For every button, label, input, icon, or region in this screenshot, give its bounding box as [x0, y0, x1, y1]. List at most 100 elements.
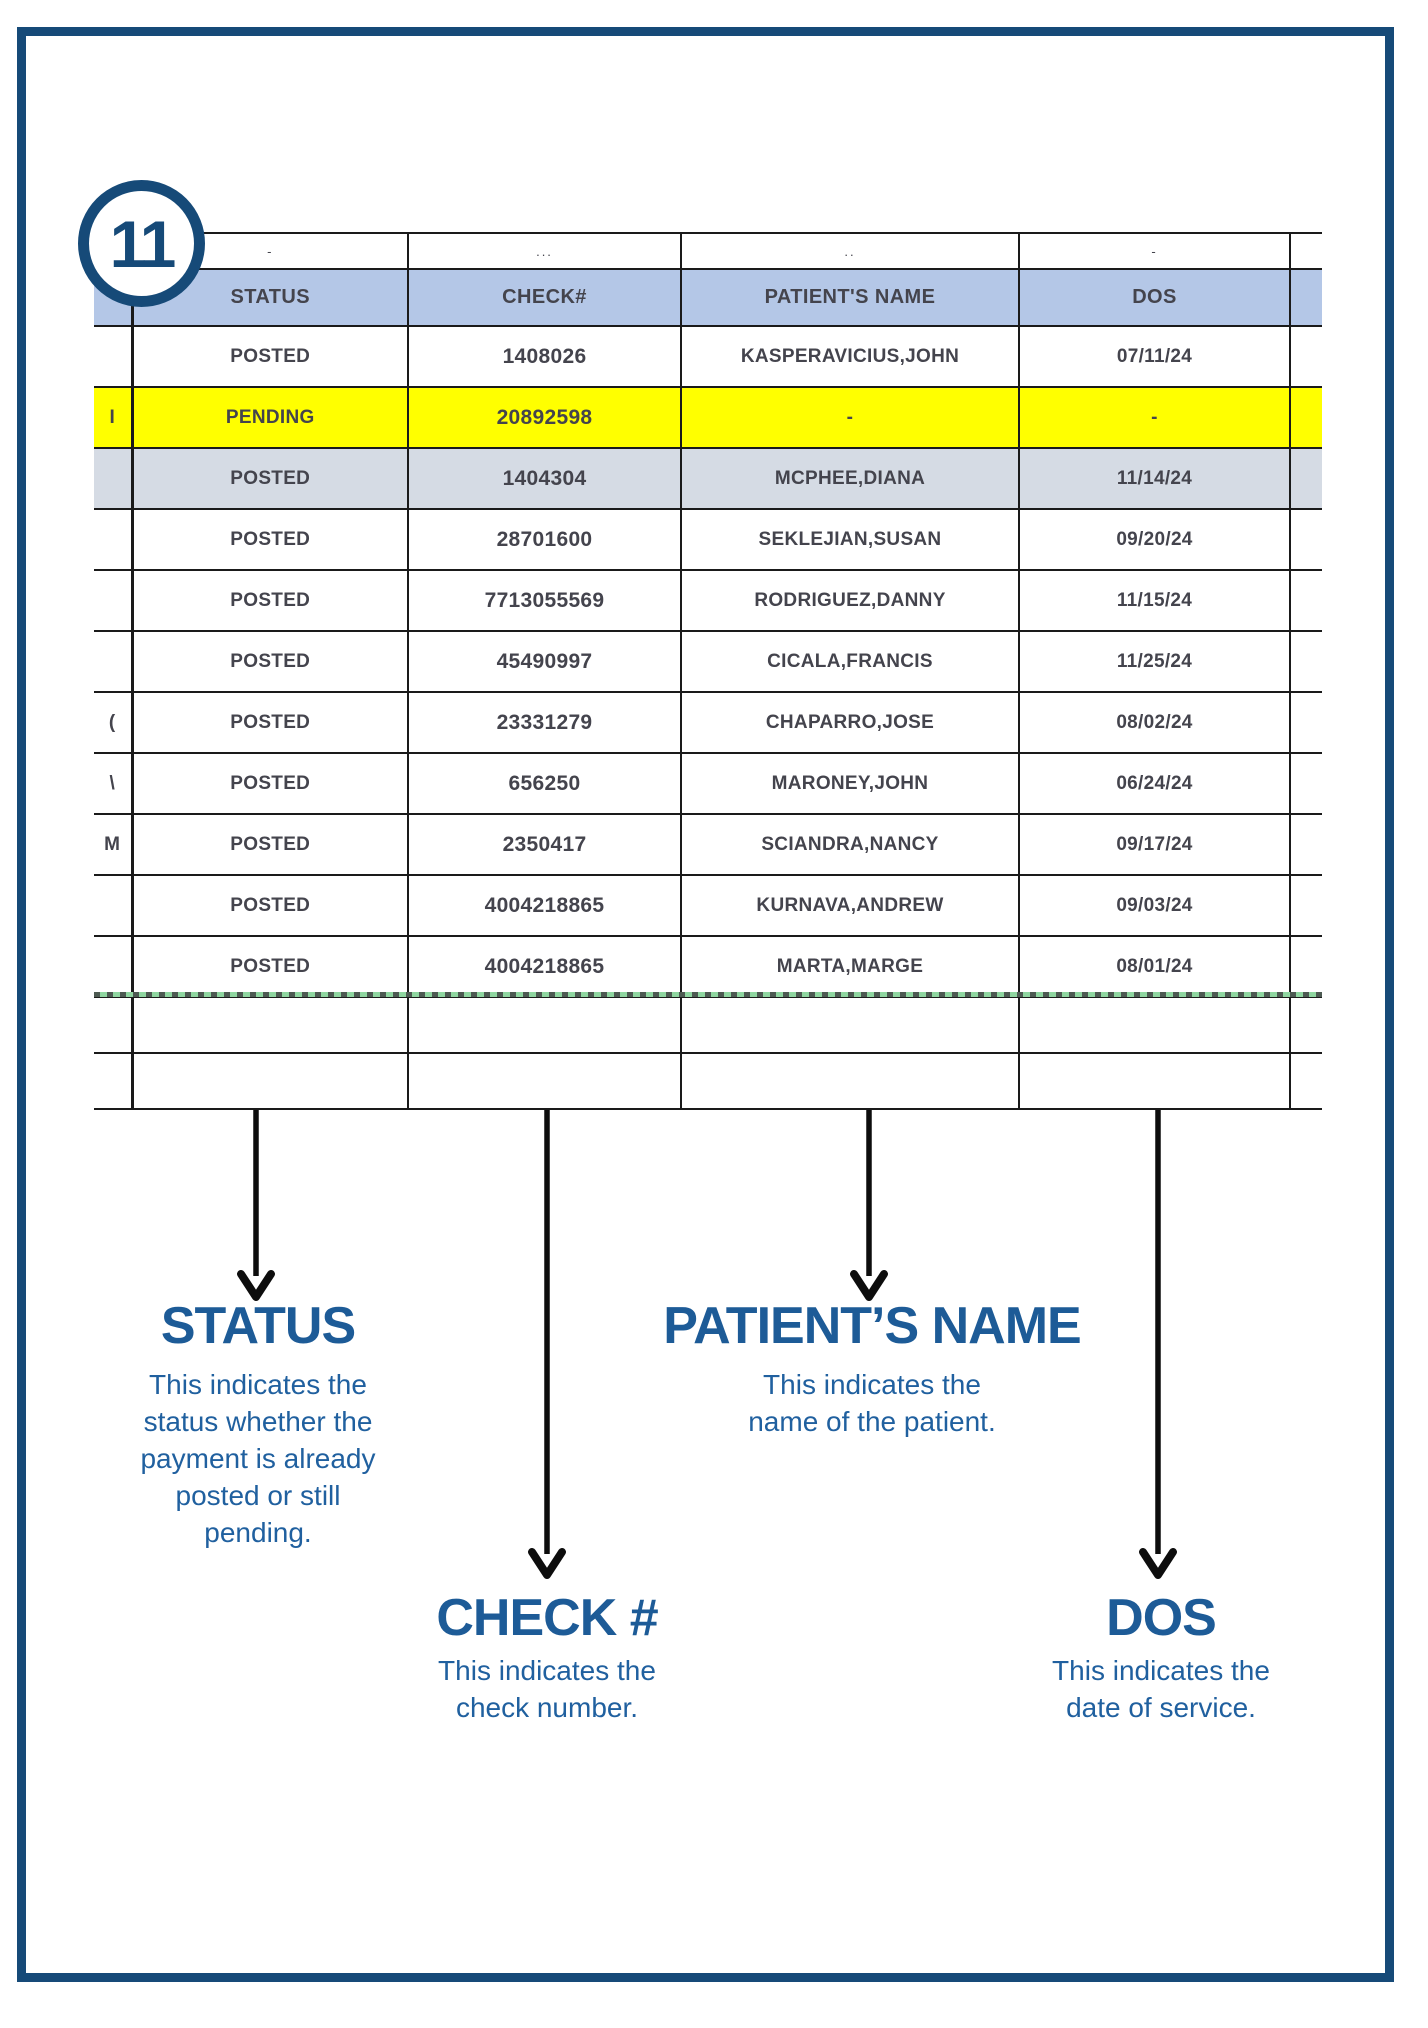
cell-dos[interactable]: 07/11/24 — [1018, 325, 1291, 388]
column-header-dos[interactable]: DOS — [1018, 268, 1291, 327]
cell-patient[interactable]: CHAPARRO,JOSE — [680, 691, 1020, 754]
cell-status[interactable]: POSTED — [131, 691, 409, 754]
cell-status[interactable]: POSTED — [131, 752, 409, 815]
cell-dos[interactable]: 11/14/24 — [1018, 447, 1291, 510]
cell-empty[interactable] — [131, 996, 409, 1054]
patient-annotation-description: This indicates the name of the patient. — [748, 1369, 996, 1437]
cell-empty[interactable] — [680, 1052, 1020, 1110]
cell-dos[interactable]: 09/03/24 — [1018, 874, 1291, 937]
arrow-down-icon — [528, 1110, 566, 1579]
cell-check[interactable]: 7713055569 — [407, 569, 682, 632]
cell-empty[interactable] — [1018, 1052, 1291, 1110]
patient-annotation-title: PATIENT’S NAME — [663, 1297, 1081, 1355]
cropped-column-edge — [1289, 569, 1322, 632]
cell-dos[interactable]: 06/24/24 — [1018, 752, 1291, 815]
patient-column-arrow — [847, 1110, 891, 1307]
cell-check[interactable]: 1408026 — [407, 325, 682, 388]
cell-status[interactable]: POSTED — [131, 447, 409, 510]
cropped-column-edge — [94, 325, 134, 388]
cropped-column-edge — [94, 630, 134, 693]
cell-check[interactable]: 4004218865 — [407, 874, 682, 937]
cell-patient[interactable]: SEKLEJIAN,SUSAN — [680, 508, 1020, 571]
cell-dos[interactable]: 09/17/24 — [1018, 813, 1291, 876]
cell-status[interactable]: POSTED — [131, 508, 409, 571]
cell-empty[interactable] — [94, 1052, 134, 1110]
cell-empty[interactable] — [407, 1052, 682, 1110]
page-break-dashed-line — [94, 992, 1322, 997]
cell-status[interactable]: PENDING — [131, 386, 409, 449]
cell-patient[interactable]: SCIANDRA,NANCY — [680, 813, 1020, 876]
table-row: POSTED 7713055569 RODRIGUEZ,DANNY 11/15/… — [94, 569, 1322, 632]
spreadsheet-table: - ... .. - STATUS CHECK# PATIENT'S NAME … — [94, 232, 1322, 1110]
cell-patient[interactable]: KURNAVA,ANDREW — [680, 874, 1020, 937]
cell-check[interactable]: 23331279 — [407, 691, 682, 754]
cell-empty[interactable] — [680, 996, 1020, 1054]
cropped-column-edge — [1289, 996, 1322, 1054]
cropped-column-edge — [94, 447, 134, 510]
cropped-column-edge — [1289, 325, 1322, 388]
dos-annotation-title: DOS — [1106, 1589, 1217, 1647]
cell-empty[interactable] — [1018, 996, 1291, 1054]
empty-row — [94, 996, 1322, 1054]
cell-empty[interactable] — [131, 1052, 409, 1110]
column-header-check[interactable]: CHECK# — [407, 268, 682, 327]
cell-empty[interactable] — [407, 996, 682, 1054]
cell-status[interactable]: POSTED — [131, 813, 409, 876]
check-annotation-description: This indicates the check number. — [438, 1655, 656, 1723]
status-annotation-title: STATUS — [160, 1297, 356, 1355]
status-annotation-description: This indicates the status whether the pa… — [140, 1369, 376, 1548]
cell-status[interactable]: POSTED — [131, 325, 409, 388]
table-row-pending-highlighted: I PENDING 20892598 - - — [94, 386, 1322, 449]
cell-patient[interactable]: MCPHEE,DIANA — [680, 447, 1020, 510]
cell-dos[interactable]: 11/15/24 — [1018, 569, 1291, 632]
header-row: STATUS CHECK# PATIENT'S NAME DOS — [94, 268, 1322, 327]
cell-check[interactable]: 28701600 — [407, 508, 682, 571]
cropped-column-edge — [1289, 813, 1322, 876]
cell-status[interactable]: POSTED — [131, 569, 409, 632]
cropped-column-edge — [1289, 691, 1322, 754]
cell-status[interactable]: POSTED — [131, 630, 409, 693]
cell-patient[interactable]: - — [680, 386, 1020, 449]
cropped-column-edge — [1289, 874, 1322, 937]
table-row: ( POSTED 23331279 CHAPARRO,JOSE 08/02/24 — [94, 691, 1322, 754]
cell-check[interactable]: 4004218865 — [407, 935, 682, 998]
cell-dos[interactable]: 08/01/24 — [1018, 935, 1291, 998]
column-header-patient[interactable]: PATIENT'S NAME — [680, 268, 1020, 327]
cell-patient[interactable]: MARONEY,JOHN — [680, 752, 1020, 815]
cell-patient[interactable]: CICALA,FRANCIS — [680, 630, 1020, 693]
cropped-column-edge — [1289, 935, 1322, 998]
table-row: POSTED 4004218865 MARTA,MARGE 08/01/24 — [94, 935, 1322, 998]
cell-patient[interactable]: MARTA,MARGE — [680, 935, 1020, 998]
table-row: POSTED 45490997 CICALA,FRANCIS 11/25/24 — [94, 630, 1322, 693]
step-number: 11 — [109, 206, 177, 281]
table-row: POSTED 28701600 SEKLEJIAN,SUSAN 09/20/24 — [94, 508, 1322, 571]
cell-status[interactable]: POSTED — [131, 874, 409, 937]
cropped-column-edge: \ — [94, 752, 134, 815]
cropped-column-edge — [1289, 752, 1322, 815]
cell-check[interactable]: 1404304 — [407, 447, 682, 510]
cropped-column-edge: M — [94, 813, 134, 876]
dos-column-arrow — [1136, 1110, 1180, 1585]
cell-check[interactable]: 656250 — [407, 752, 682, 815]
cropped-cell: .. — [680, 232, 1020, 270]
cropped-column-edge — [1289, 630, 1322, 693]
cell-check[interactable]: 2350417 — [407, 813, 682, 876]
cell-empty[interactable] — [94, 996, 134, 1054]
cell-dos[interactable]: - — [1018, 386, 1291, 449]
cell-dos[interactable]: 09/20/24 — [1018, 508, 1291, 571]
check-column-arrow — [525, 1110, 569, 1585]
cell-dos[interactable]: 11/25/24 — [1018, 630, 1291, 693]
table-row: M POSTED 2350417 SCIANDRA,NANCY 09/17/24 — [94, 813, 1322, 876]
cell-patient[interactable]: KASPERAVICIUS,JOHN — [680, 325, 1020, 388]
check-annotation-title: CHECK # — [436, 1589, 658, 1647]
cell-check[interactable]: 20892598 — [407, 386, 682, 449]
cropped-column-edge — [1289, 386, 1322, 449]
cell-patient[interactable]: RODRIGUEZ,DANNY — [680, 569, 1020, 632]
cell-dos[interactable]: 08/02/24 — [1018, 691, 1291, 754]
cell-status[interactable]: POSTED — [131, 935, 409, 998]
cropped-column-edge — [94, 935, 134, 998]
dos-annotation-description: This indicates the date of service. — [1052, 1655, 1270, 1723]
cell-check[interactable]: 45490997 — [407, 630, 682, 693]
cropped-column-edge: I — [94, 386, 134, 449]
